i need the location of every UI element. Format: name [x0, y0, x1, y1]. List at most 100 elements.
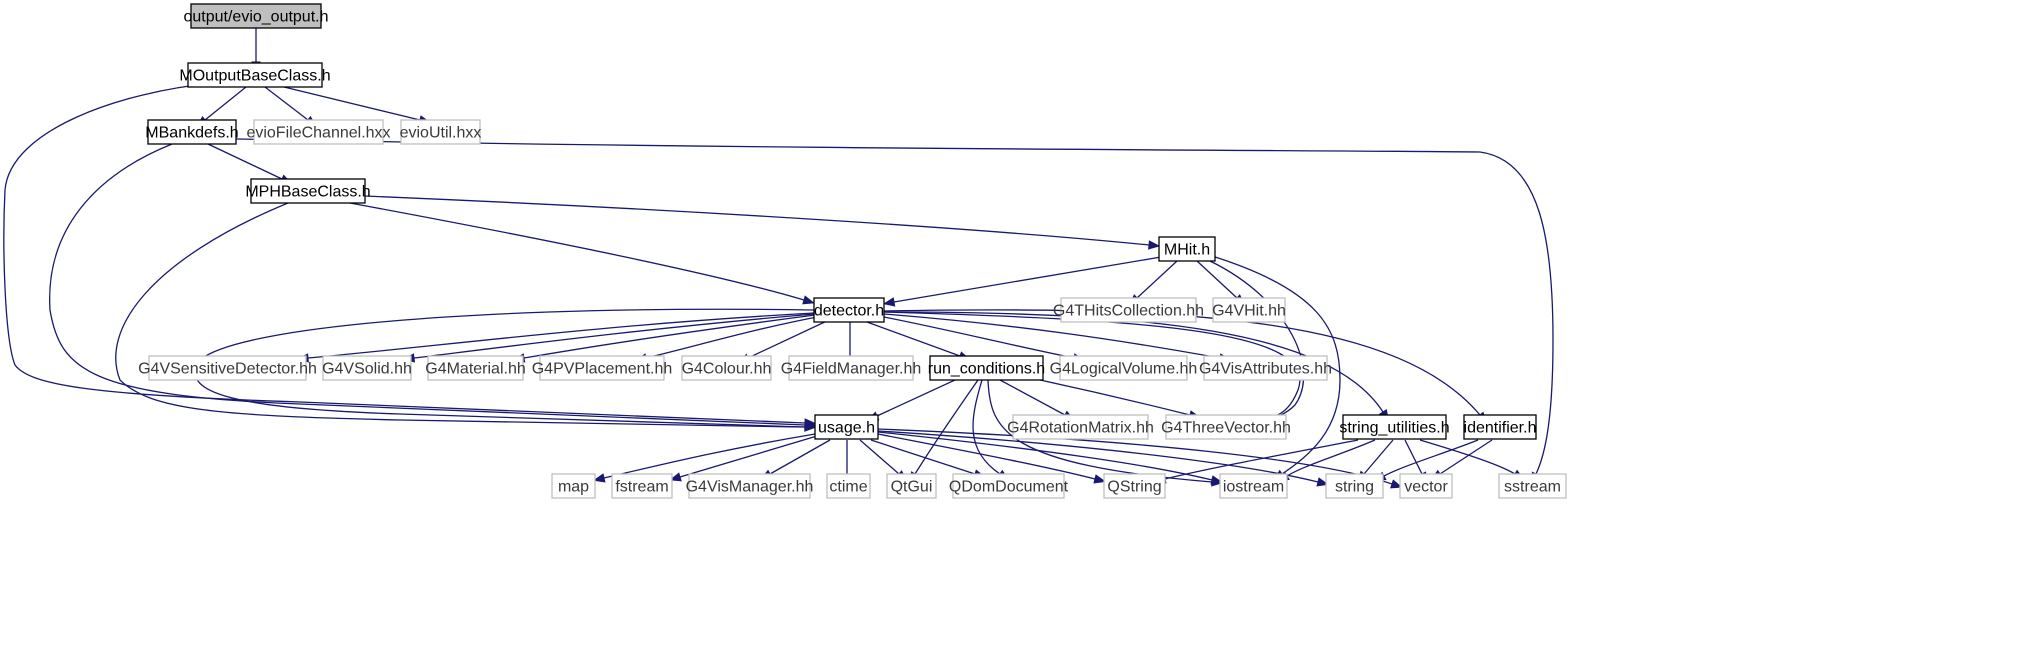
node-sstream: sstream	[1498, 473, 1567, 499]
edge-mhit-to-detector	[882, 256, 1162, 307]
edge-line	[747, 319, 830, 359]
edge-line	[1363, 439, 1394, 475]
edge-line	[1136, 260, 1178, 299]
node-string-utilities[interactable]: string_utilities.h	[1339, 414, 1450, 440]
node-label: string_utilities.h	[1339, 420, 1449, 437]
node-label: evioUtil.hxx	[400, 125, 482, 142]
edge-line	[1439, 439, 1493, 475]
edge-line	[866, 321, 961, 357]
node-label: fstream	[615, 479, 668, 496]
node-label: MBankdefs.h	[145, 125, 238, 142]
node-identifier[interactable]: identifier.h	[1463, 414, 1537, 440]
node-mbankdefs[interactable]: MBankdefs.h	[145, 119, 239, 145]
arrowhead-icon	[669, 472, 682, 482]
node-iostream: iostream	[1219, 473, 1288, 499]
edge-line	[364, 195, 1150, 246]
edge-line	[1211, 255, 1341, 475]
node-eviofilechannel: evioFileChannel.hxx	[246, 119, 391, 145]
edge-detector-to-g4vsolid	[402, 313, 815, 363]
edge-line	[1419, 439, 1516, 475]
node-g4vismanager: G4VisManager.hh	[686, 473, 814, 499]
node-box	[1103, 473, 1166, 499]
edge-mphbase-to-mhit	[364, 195, 1161, 250]
edge-line	[1383, 439, 1479, 477]
node-moutput[interactable]: MOutputBaseClass.h	[179, 62, 331, 88]
edge-line	[769, 439, 831, 475]
node-mphbase[interactable]: MPHBaseClass.h	[245, 178, 371, 204]
edge-line	[883, 309, 1481, 416]
node-label: G4PVPlacement.hh	[532, 361, 673, 378]
arrowhead-icon	[882, 297, 896, 307]
node-box	[1463, 414, 1537, 440]
edge-mbankdefs-to-usage	[49, 143, 817, 430]
node-label: G4VisManager.hh	[686, 479, 814, 496]
edge-line	[877, 433, 1096, 480]
node-box	[147, 119, 237, 145]
arrowhead-icon	[804, 422, 817, 432]
edge-line	[883, 316, 1075, 359]
edge-detector-to-g4material	[512, 314, 816, 363]
node-label: vector	[1404, 479, 1448, 496]
node-box	[427, 355, 524, 381]
node-box	[1203, 355, 1328, 381]
edge-mbankdefs-to-mphbase	[207, 143, 293, 184]
edge-line	[972, 379, 1001, 475]
node-g4material: G4Material.hh	[425, 355, 526, 381]
node-box	[1212, 297, 1286, 323]
arrowhead-icon	[1210, 475, 1224, 485]
node-box	[826, 473, 871, 499]
arrowhead-icon	[1093, 474, 1106, 484]
node-label: map	[558, 479, 589, 496]
node-box	[400, 119, 481, 145]
edge-line	[870, 439, 976, 475]
edge-run_conditions-to-g4threevector	[1039, 379, 1202, 420]
node-box	[1498, 473, 1567, 499]
node-box	[551, 473, 596, 499]
edge-line	[999, 379, 1066, 416]
edge-line	[645, 316, 818, 359]
arrowhead-icon	[592, 473, 606, 483]
node-box	[611, 473, 673, 499]
node-box	[688, 473, 811, 499]
node-label: G4VHit.hh	[1212, 303, 1286, 320]
edge-usage-to-fstream	[669, 435, 818, 482]
node-box	[1012, 414, 1149, 440]
arrowhead-icon	[802, 295, 815, 305]
node-g4logicalvolume: G4LogicalVolume.hh	[1050, 355, 1197, 381]
node-detector[interactable]: detector.h	[813, 297, 885, 323]
arrowhead-icon	[1390, 479, 1403, 489]
node-ctime: ctime	[826, 473, 871, 499]
edge-line	[194, 308, 815, 428]
node-box	[1325, 473, 1384, 499]
arrowhead-icon	[1148, 240, 1161, 250]
nodes: output/evio_output.hMOutputBaseClass.hMB…	[138, 3, 1567, 499]
edge-line	[1209, 260, 1305, 422]
edge-detector-to-usage	[194, 308, 817, 432]
node-evioutil: evioUtil.hxx	[400, 119, 482, 145]
edge-line	[207, 143, 283, 180]
node-box	[952, 473, 1065, 499]
node-label: detector.h	[814, 303, 884, 320]
node-label: evioFileChannel.hxx	[246, 125, 390, 142]
node-box	[1399, 473, 1453, 499]
node-box	[1165, 414, 1287, 440]
node-label: G4VSensitiveDetector.hh	[138, 361, 317, 378]
node-label: string	[1335, 479, 1374, 496]
node-evio-output[interactable]: output/evio_output.h	[183, 3, 329, 29]
edges	[3, 28, 1554, 489]
edge-mphbase-to-usage	[115, 202, 817, 432]
edge-line	[1286, 439, 1376, 477]
edge-usage-to-qstring	[877, 433, 1106, 484]
node-g4threevector: G4ThreeVector.hh	[1161, 414, 1291, 440]
node-box	[253, 119, 384, 145]
node-label: G4Material.hh	[425, 361, 526, 378]
node-g4pvplacement: G4PVPlacement.hh	[532, 355, 673, 381]
node-fstream: fstream	[611, 473, 673, 499]
node-mhit[interactable]: MHit.h	[1158, 236, 1216, 262]
edge-line	[1404, 439, 1423, 475]
node-run-conditions[interactable]: run_conditions.h	[928, 355, 1045, 381]
edge-line	[49, 143, 806, 426]
node-g4visattributes: G4VisAttributes.hh	[1199, 355, 1332, 381]
node-label: QtGui	[891, 479, 933, 496]
node-usage[interactable]: usage.h	[814, 414, 879, 440]
